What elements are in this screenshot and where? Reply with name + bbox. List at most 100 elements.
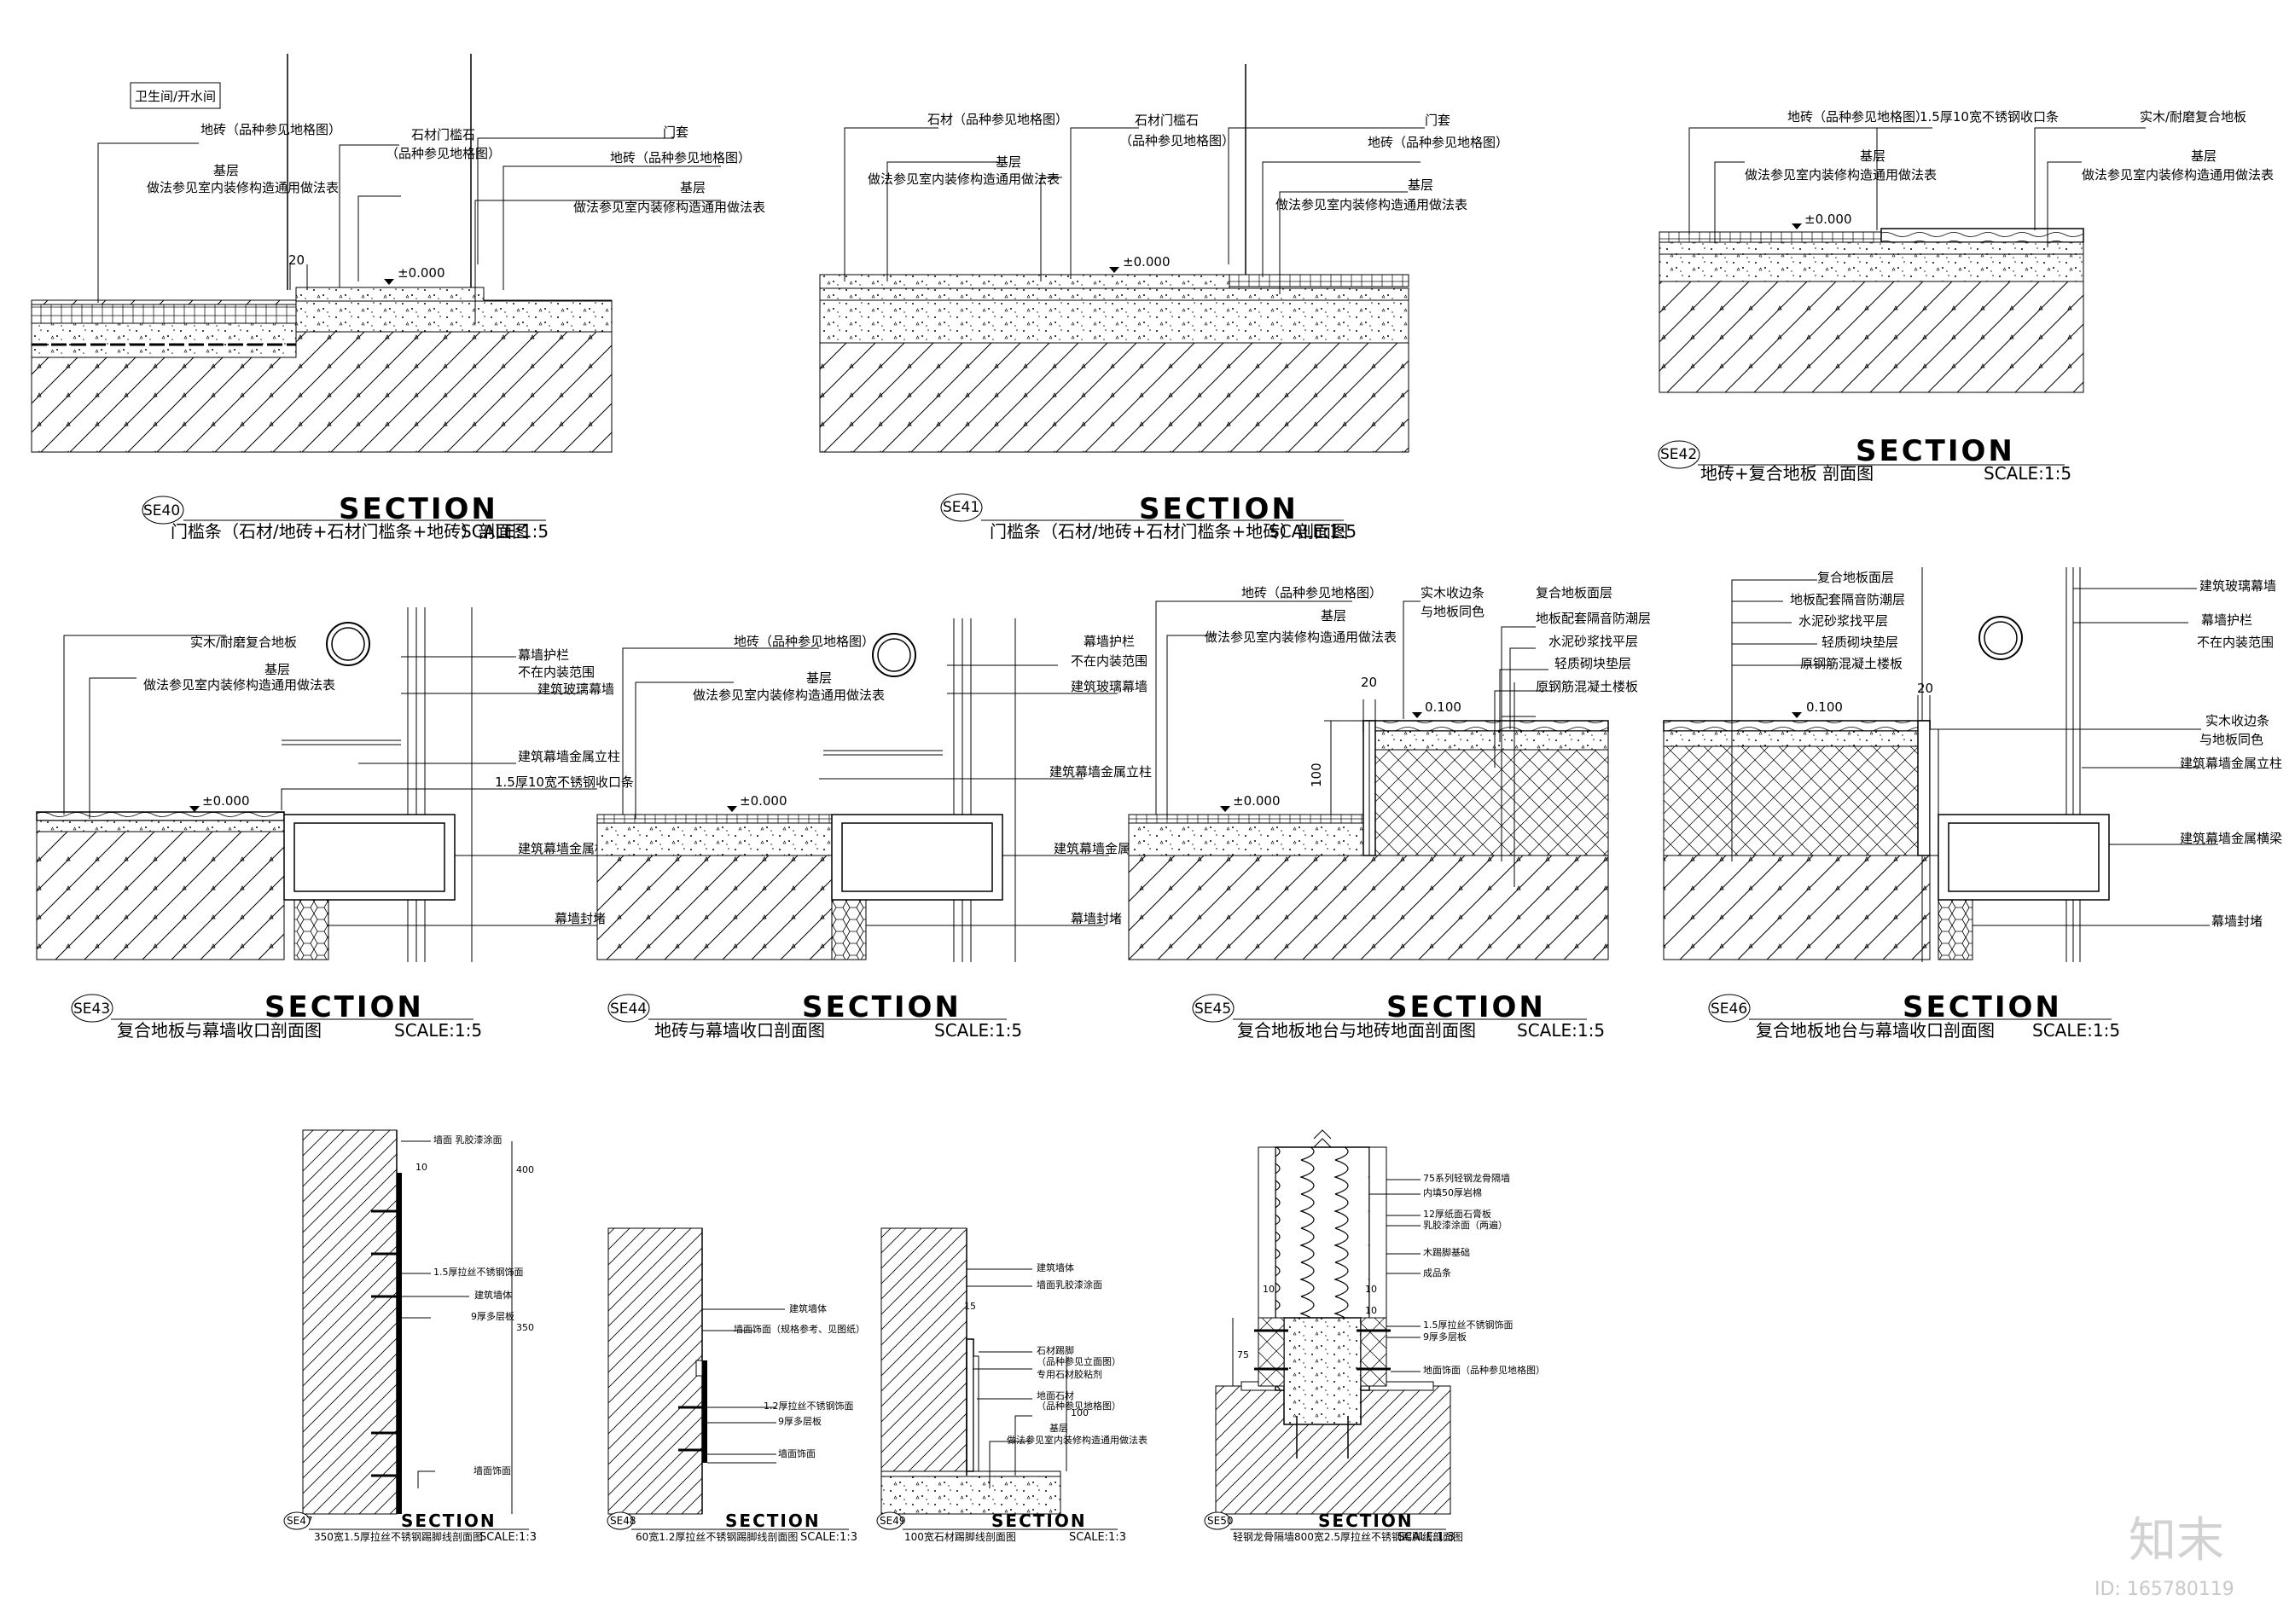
callout-label: 石材踢脚	[1037, 1344, 1074, 1356]
detail-scale: SCALE:1:3	[1069, 1531, 1126, 1544]
detail-tag: SE40	[143, 502, 180, 519]
callout-label: 复合地板面层	[1536, 585, 1612, 600]
callout-label: 做法参见室内装修构造通用做法表	[1205, 629, 1397, 645]
detail-se42: ±0.000 地砖（品种参见地格图） 1.5厚10宽不锈钢收口条 实木/耐磨复合…	[1658, 109, 2274, 484]
step-level: 0.100	[1806, 699, 1843, 715]
callout-label: 不在内装范围	[518, 664, 595, 680]
detail-se49: 建筑墙体 墙面乳胶漆涂面 石材踢脚 （品种参见立面图） 专用石材胶粘剂 地面石材…	[876, 1227, 1148, 1544]
callout-label: 9厚多层板	[1423, 1331, 1467, 1343]
step-level: 0.100	[1425, 699, 1461, 715]
callout-label: 不在内装范围	[1071, 653, 1148, 669]
watermark-logo: 知末	[2129, 1513, 2224, 1569]
callout-label: 基层	[1860, 148, 1885, 164]
callout-label: 地板配套隔音防潮层	[1790, 592, 1905, 607]
callout-label: 实木收边条	[2205, 713, 2269, 728]
detail-tag-bubble	[142, 496, 184, 525]
detail-scale: SCALE:1:3	[1397, 1531, 1455, 1544]
callout-label: 做法参见室内装修构造通用做法表	[693, 687, 885, 703]
detail-tag: SE42	[1660, 446, 1697, 463]
detail-subtitle: 轻钢龙骨隔墙800宽2.5厚拉丝不锈钢踢脚线剖面图	[1233, 1530, 1463, 1543]
detail-scale: SCALE:1:5	[1984, 463, 2071, 484]
section-heading: SECTION	[991, 1511, 1087, 1531]
callout-label: 地砖（品种参见地格图）	[610, 150, 751, 165]
detail-tag: SE49	[880, 1515, 905, 1527]
detail-se41: ±0.000 石材（品种参见地格图） 石材门槛石 （品种参见地格图） 基层 做法…	[819, 64, 1508, 542]
callout-label: 建筑幕墙金属立柱	[1049, 764, 1152, 780]
floor-level: ±0.000	[1804, 212, 1852, 227]
callout-label: 实木收边条	[1421, 585, 1484, 600]
callout-label: 不在内装范围	[2197, 635, 2274, 650]
callout-label: 门套	[1425, 113, 1450, 128]
callout-label: 做法参见室内装修构造通用做法表	[1007, 1434, 1148, 1446]
detail-subtitle: 60宽1.2厚拉丝不锈钢踢脚线剖面图	[636, 1530, 798, 1543]
floor-level: ±0.000	[202, 793, 250, 809]
callout-label: 9厚多层板	[778, 1415, 822, 1427]
detail-subtitle: 350宽1.5厚拉丝不锈钢踢脚线剖面图	[314, 1530, 483, 1543]
section-heading: SECTION	[401, 1511, 497, 1531]
callout-label: 地砖（品种参见地格图）	[1368, 135, 1508, 150]
callout-label: 75系列轻钢龙骨隔墙	[1423, 1172, 1510, 1184]
detail-subtitle: 复合地板地台与幕墙收口剖面图	[1756, 1020, 1995, 1041]
section-heading: SECTION	[339, 492, 498, 526]
detail-scale: SCALE:1:5	[1269, 521, 1357, 542]
callout-label: 建筑墙体	[474, 1289, 512, 1301]
height-dim: 100	[1309, 763, 1324, 787]
detail-subtitle: 地砖+复合地板 剖面图	[1700, 463, 1874, 484]
detail-scale: SCALE:1:5	[934, 1020, 1022, 1041]
callout-label: 基层	[806, 670, 832, 686]
dim: 10	[1365, 1305, 1377, 1316]
detail-tag: SE43	[73, 1000, 110, 1018]
callout-label: 实木/耐磨复合地板	[190, 635, 297, 650]
callout-label: 地板配套隔音防潮层	[1536, 611, 1651, 626]
callout-label: 地砖（品种参见地格图）	[1241, 585, 1382, 600]
callout-label: 1.5厚10宽不锈钢收口条	[495, 774, 634, 790]
detail-se46: 20 0.100 复合地板面层 地板配套隔音防潮层 水泥砂浆找平层 轻质砌块垫层…	[1663, 567, 2282, 1041]
callout-label: 成品条	[1423, 1267, 1451, 1279]
detail-subtitle: 门槛条（石材/地砖+石材门槛条+地砖）剖面图	[990, 521, 1348, 542]
detail-se40: 卫生间/开水间 20 ±0.000 地砖（品种参见地格图） 石材门槛石 （品种参…	[31, 54, 765, 542]
callout-label: 基层	[2191, 148, 2217, 164]
section-heading: SECTION	[264, 990, 424, 1024]
callout-label: 建筑玻璃幕墙	[1071, 679, 1148, 694]
detail-se43: ±0.000 实木/耐磨复合地板 基层 做法参见室内装修构造通用做法表 幕墙护栏…	[36, 607, 634, 1041]
callout-label: 建筑墙体	[1037, 1262, 1074, 1273]
gap-dim: 20	[1917, 681, 1933, 696]
callout-label: 做法参见室内装修构造通用做法表	[147, 180, 339, 195]
callout-label: 复合地板面层	[1817, 570, 1894, 585]
callout-label: 轻质砌块垫层	[1821, 635, 1898, 650]
callout-label: 做法参见室内装修构造通用做法表	[868, 171, 1060, 187]
dim: 350	[516, 1322, 534, 1333]
callout-label: 做法参见室内装修构造通用做法表	[143, 677, 335, 693]
section-heading: SECTION	[1903, 990, 2062, 1024]
callout-label: 做法参见室内装修构造通用做法表	[1275, 197, 1467, 212]
callout-label: 1.5厚拉丝不锈钢饰面	[1423, 1319, 1514, 1331]
callout-label: 水泥砂浆找平层	[1798, 613, 1888, 629]
detail-tag: SE47	[287, 1515, 312, 1527]
callout-label: 石材门槛石	[411, 127, 475, 142]
detail-tag: SE41	[943, 499, 979, 516]
callout-label: 做法参见室内装修构造通用做法表	[1745, 167, 1937, 183]
callout-label: 原钢筋混凝土楼板	[1800, 656, 1903, 671]
callout-label: 基层	[213, 163, 239, 178]
detail-scale: SCALE:1:3	[479, 1531, 537, 1544]
callout-label: 木踢脚基础	[1423, 1246, 1470, 1258]
gap-dim: 20	[1361, 675, 1377, 690]
detail-se45: 100 20 0.100 ±0.000 地砖（品种参见地格图） 基层 做法参见室…	[1128, 585, 1651, 1041]
callout-label: 水泥砂浆找平层	[1548, 634, 1638, 649]
detail-scale: SCALE:1:5	[461, 521, 549, 542]
callout-label: （品种参见立面图）	[1037, 1355, 1121, 1367]
floor-level: ±0.000	[398, 265, 445, 281]
detail-scale: SCALE:1:3	[800, 1531, 857, 1544]
section-heading: SECTION	[1318, 1511, 1414, 1531]
callout-label: 与地板同色	[2199, 732, 2263, 747]
callout-label: 12厚纸面石膏板	[1423, 1208, 1491, 1220]
watermark: 知末 ID: 165780119	[2095, 1513, 2234, 1600]
floor-level: ±0.000	[740, 793, 787, 809]
callout-label: 1.5厚10宽不锈钢收口条	[1920, 109, 2059, 125]
callout-label: 轻质砌块垫层	[1554, 656, 1631, 671]
callout-label: 建筑幕墙金属立柱	[518, 749, 620, 764]
callout-label: 墙面饰面（规格参考、见图纸）	[734, 1323, 865, 1335]
detail-tag: SE46	[1711, 1000, 1747, 1018]
callout-label: 幕墙封堵	[2211, 914, 2263, 929]
dim: 100	[1071, 1407, 1089, 1418]
